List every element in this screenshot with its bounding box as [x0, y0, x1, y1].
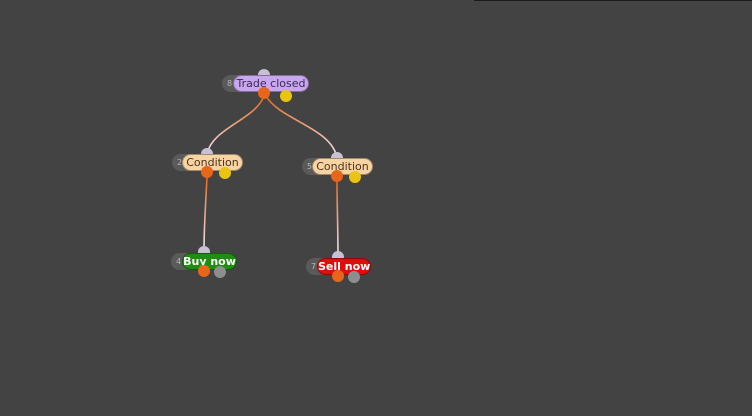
- output-port-yellow[interactable]: [280, 90, 292, 102]
- node-sell-now[interactable]: 7 Sell now: [306, 251, 372, 283]
- node-condition-right[interactable]: 5 Condition: [302, 152, 374, 183]
- wire-condition-left-to-buy[interactable]: [203, 175, 208, 251]
- output-port-orange[interactable]: [201, 166, 213, 178]
- output-port-orange[interactable]: [258, 87, 270, 99]
- wire-trade-to-condition-right[interactable]: [265, 95, 338, 159]
- node-label: Condition: [182, 154, 243, 171]
- node-label: Buy now: [182, 253, 237, 270]
- output-port-orange[interactable]: [198, 265, 210, 277]
- node-label: Sell now: [317, 258, 371, 275]
- output-port-orange[interactable]: [331, 170, 343, 182]
- output-port-yellow[interactable]: [349, 171, 361, 183]
- node-label: Trade closed: [233, 75, 309, 92]
- node-label: Condition: [312, 158, 373, 175]
- wire-trade-to-condition-left[interactable]: [206, 95, 265, 155]
- output-port-orange[interactable]: [332, 270, 344, 282]
- output-port-yellow[interactable]: [219, 167, 231, 179]
- output-port-gray[interactable]: [348, 271, 360, 283]
- wire-condition-right-to-sell[interactable]: [336, 179, 339, 256]
- output-port-gray[interactable]: [214, 266, 226, 278]
- panel-edge: [474, 0, 752, 1]
- node-trade-closed[interactable]: 8 Trade closed: [222, 69, 310, 102]
- node-buy-now[interactable]: 4 Buy now: [171, 246, 238, 278]
- node-condition-left[interactable]: 2 Condition: [172, 148, 244, 179]
